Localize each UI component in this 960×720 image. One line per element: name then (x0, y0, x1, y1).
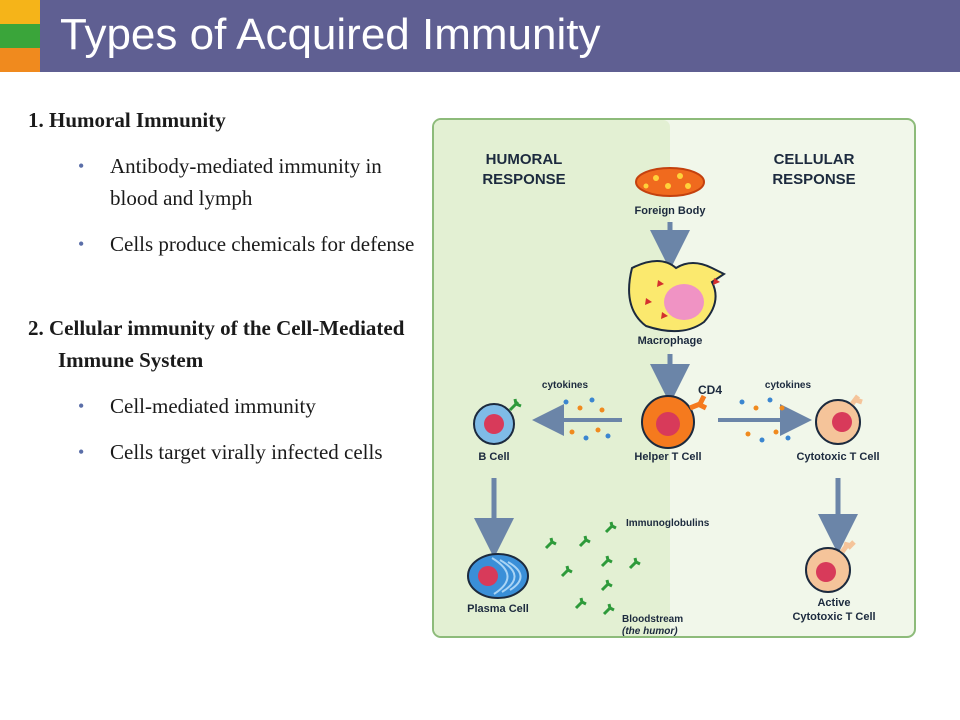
b-cell-label: B Cell (478, 451, 509, 463)
bullet-text: Cells target virally infected cells (110, 440, 383, 464)
section-heading-humoral: 1. Humoral Immunity (28, 108, 226, 132)
plasma-cell-label: Plasma Cell (467, 603, 529, 615)
plasma-cell-icon (467, 553, 529, 599)
slide-content: 1. Humoral Immunity • Antibody-mediated i… (28, 100, 418, 468)
helper-t-cell-icon (641, 394, 708, 449)
macrophage-icon (628, 260, 726, 333)
bullet-text: Cell-mediated immunity (110, 394, 316, 418)
bullet-item: • Cells produce chemicals for defense (28, 228, 418, 260)
cellular-heading: RESPONSE (772, 171, 855, 188)
humoral-heading: HUMORAL (486, 151, 563, 168)
antibody-icons (544, 521, 641, 616)
bullet-item: • Cell-mediated immunity (28, 390, 418, 422)
cytokines-right-label: cytokines (765, 380, 812, 391)
foreign-body-label: Foreign Body (635, 205, 707, 217)
accent-block-yellow (0, 0, 40, 24)
header-bar (40, 0, 960, 72)
bullet-item: • Cells target virally infected cells (28, 436, 418, 468)
cytotoxic-t-cell-icon (815, 394, 863, 445)
section-heading-cellular: 2. Cellular immunity of the Cell-Mediate… (28, 316, 405, 372)
cytokine-dots-left (563, 397, 611, 441)
bullet-dot-icon: • (78, 396, 85, 416)
humor-label: (the humor) (622, 626, 678, 637)
bullet-text: Antibody-mediated immunity in blood and … (110, 154, 382, 210)
immunoglobulins-label: Immunoglobulins (626, 518, 710, 529)
cytokine-dots-right (739, 397, 791, 443)
active-cytotoxic-t-cell-icon (805, 540, 856, 593)
active-cytotoxic-label: Active (817, 597, 850, 609)
immune-response-diagram: HUMORAL RESPONSE CELLULAR RESPONSE Forei… (432, 118, 916, 638)
cd4-label: CD4 (698, 383, 722, 397)
cytotoxic-t-cell-label: Cytotoxic T Cell (796, 451, 879, 463)
bullet-dot-icon: • (78, 442, 85, 462)
slide-title: Types of Acquired Immunity (60, 10, 601, 59)
active-cytotoxic-label: Cytotoxic T Cell (792, 611, 875, 623)
bullet-text: Cells produce chemicals for defense (110, 232, 415, 256)
helper-t-cell-label: Helper T Cell (634, 451, 701, 463)
bullet-item: • Antibody-mediated immunity in blood and… (28, 150, 418, 214)
bullet-dot-icon: • (78, 234, 85, 254)
bloodstream-label: Bloodstream (622, 614, 683, 625)
bullet-dot-icon: • (78, 156, 85, 176)
accent-block-orange (0, 48, 40, 72)
accent-blocks (0, 0, 40, 72)
b-cell-icon (473, 398, 522, 445)
cellular-heading: CELLULAR (774, 151, 855, 168)
accent-block-green (0, 24, 40, 48)
foreign-body-icon (635, 167, 705, 197)
humoral-heading: RESPONSE (482, 171, 565, 188)
macrophage-label: Macrophage (638, 335, 703, 347)
cytokines-left-label: cytokines (542, 380, 589, 391)
